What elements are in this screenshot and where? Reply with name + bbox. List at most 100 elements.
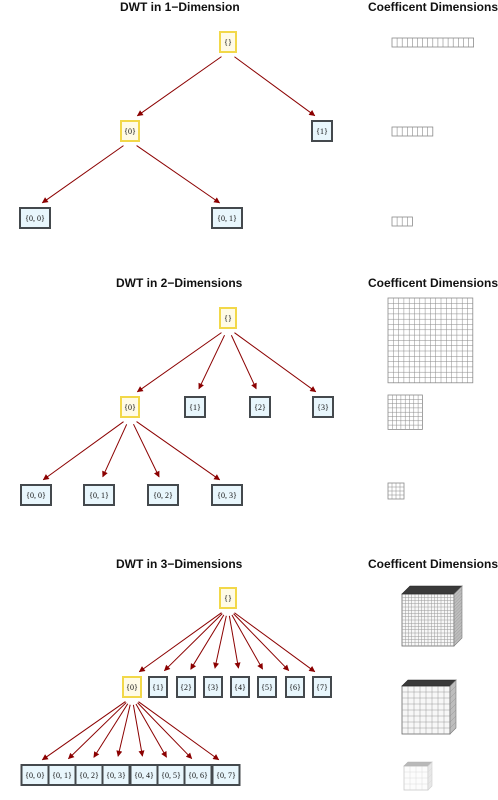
- edge-3d-0-3: [116, 704, 131, 757]
- node-root-2d: {}: [219, 307, 237, 329]
- coeff-row-1d-16: [391, 37, 474, 48]
- node-3d-1-box: [148, 676, 168, 698]
- tree-title-1d: DWT in 1−Dimension: [120, 0, 240, 14]
- node-3d-0-7: {0, 7}: [211, 764, 241, 786]
- edge-2d-root-1: [198, 335, 225, 390]
- coeff-title-1d: Coefficent Dimensions: [368, 0, 498, 14]
- node-root-1d-box: [219, 31, 237, 53]
- node-3d-2: {2}: [176, 676, 196, 698]
- node-2d-2: {2}: [249, 396, 271, 418]
- edge-2d-0-2: [133, 423, 160, 478]
- node-root-2d-label: {}: [224, 314, 232, 323]
- node-3d-0-3: {0, 3}: [101, 764, 131, 786]
- node-3d-0-3-label: {0, 3}: [106, 771, 126, 780]
- node-3d-0-0-label: {0, 0}: [25, 771, 45, 780]
- node-3d-0-1: {0, 1}: [47, 764, 77, 786]
- node-3d-3-box: [203, 676, 223, 698]
- edge-3d-0-4: [132, 704, 145, 757]
- node-2d-3-box: [312, 396, 334, 418]
- node-3d-0-6: {0, 6}: [183, 764, 213, 786]
- node-2d-2-box: [249, 396, 271, 418]
- node-2d-1: {1}: [184, 396, 206, 418]
- coeff-title-2d: Coefficent Dimensions: [368, 276, 498, 290]
- edge-2d-0-3: [136, 421, 221, 481]
- node-1d-0-0: {0, 0}: [19, 207, 51, 229]
- node-3d-5-box: [257, 676, 277, 698]
- node-3d-0-box: [122, 676, 142, 698]
- node-3d-4: {4}: [230, 676, 250, 698]
- coeff-grid-2d-16: [387, 297, 474, 384]
- node-1d-0-box: [120, 120, 140, 142]
- node-root-1d: {}: [219, 31, 237, 53]
- edge-3d-root-5: [231, 614, 264, 670]
- edge-3d-root-6: [233, 613, 290, 671]
- node-3d-0-4: {0, 4}: [129, 764, 159, 786]
- node-3d-0-4-label: {0, 4}: [134, 771, 154, 780]
- node-3d-0-5: {0, 5}: [156, 764, 186, 786]
- node-3d-0-0: {0, 0}: [20, 764, 50, 786]
- node-3d-6: {6}: [285, 676, 305, 698]
- node-3d-4-label: {4}: [234, 683, 246, 692]
- node-2d-0-0: {0, 0}: [20, 484, 52, 506]
- node-1d-1: {1}: [311, 120, 333, 142]
- edge-2d-root-3: [234, 332, 317, 393]
- node-3d-2-box: [176, 676, 196, 698]
- node-2d-0-3-box: [211, 484, 243, 506]
- edge-3d-0-5: [135, 703, 167, 758]
- node-2d-0-1: {0, 1}: [83, 484, 115, 506]
- node-1d-1-label: {1}: [316, 127, 328, 136]
- node-1d-0-0-label: {0, 0}: [25, 214, 45, 223]
- tree-title-2d: DWT in 2−Dimensions: [116, 276, 243, 290]
- edge-3d-root-1: [163, 613, 223, 672]
- edge-3d-root-4: [228, 615, 241, 669]
- coeff-row-1d-8: [391, 126, 434, 137]
- node-root-1d-label: {}: [224, 38, 232, 47]
- edge-3d-root-7: [234, 612, 316, 673]
- node-3d-1: {1}: [148, 676, 168, 698]
- node-1d-0: {0}: [120, 120, 140, 142]
- node-3d-2-label: {2}: [180, 683, 192, 692]
- node-2d-0: {0}: [120, 396, 140, 418]
- edge-2d-0-0: [42, 421, 124, 481]
- node-3d-7-box: [312, 676, 332, 698]
- node-1d-0-1-label: {0, 1}: [217, 214, 237, 223]
- node-2d-3: {3}: [312, 396, 334, 418]
- node-3d-7-label: {7}: [316, 683, 328, 692]
- node-1d-0-1: {0, 1}: [211, 207, 243, 229]
- edge-2d-root-2: [230, 335, 257, 390]
- node-3d-0-2: {0, 2}: [74, 764, 104, 786]
- node-3d-6-label: {6}: [289, 683, 301, 692]
- node-1d-0-label: {0}: [124, 127, 136, 136]
- edge-3d-0-6: [137, 702, 193, 759]
- node-3d-3: {3}: [203, 676, 223, 698]
- node-2d-2-label: {2}: [254, 403, 266, 412]
- node-root-3d-box: [219, 587, 237, 609]
- node-2d-1-box: [184, 396, 206, 418]
- edge-3d-0-1: [68, 702, 127, 760]
- node-1d-0-0-box: [19, 207, 51, 229]
- coeff-cube-3d-4: [403, 761, 433, 791]
- node-3d-0-7-label: {0, 7}: [216, 771, 236, 780]
- edge-2d-0-1: [102, 424, 128, 478]
- node-root-2d-box: [219, 307, 237, 329]
- coeff-cube-3d-16: [401, 585, 463, 647]
- coeff-grid-2d-8: [387, 394, 423, 430]
- coeff-row-1d-4: [391, 216, 413, 227]
- coeff-grid-2d-4: [387, 482, 405, 500]
- node-2d-0-3: {0, 3}: [211, 484, 243, 506]
- node-3d-5: {5}: [257, 676, 277, 698]
- node-3d-0: {0}: [122, 676, 142, 698]
- node-2d-0-2-label: {0, 2}: [153, 491, 173, 500]
- node-2d-0-box: [120, 396, 140, 418]
- node-3d-4-box: [230, 676, 250, 698]
- node-3d-0-1-label: {0, 1}: [52, 771, 72, 780]
- node-2d-1-label: {1}: [189, 403, 201, 412]
- node-2d-0-0-label: {0, 0}: [26, 491, 46, 500]
- node-1d-1-box: [311, 120, 333, 142]
- node-1d-0-1-box: [211, 207, 243, 229]
- node-2d-0-1-label: {0, 1}: [89, 491, 109, 500]
- edge-1d-root-0: [136, 56, 222, 117]
- node-3d-0-2-label: {0, 2}: [79, 771, 99, 780]
